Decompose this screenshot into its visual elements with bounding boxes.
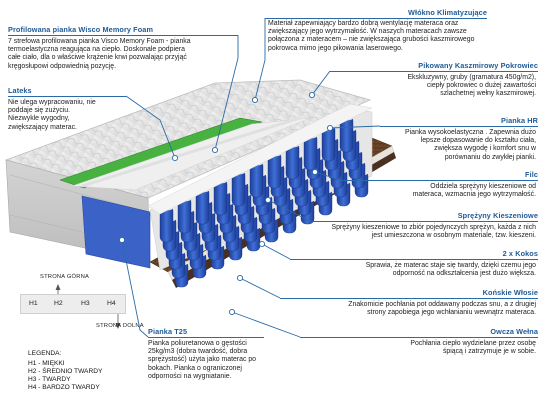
kokos-title: 2 x Kokos bbox=[502, 249, 538, 258]
kokos-text: Sprawia, że materac staje się twardy, dz… bbox=[365, 262, 536, 278]
legend-item-h2: H2 - ŚREDNIO TWARDY bbox=[28, 368, 103, 375]
strona-gorna-label: Strona Górna bbox=[40, 274, 90, 280]
level-h3: H3 bbox=[81, 300, 90, 307]
hardness-box: H1 H2 H3 H4 bbox=[20, 294, 126, 314]
profilowana-title: Profilowana pianka Wisco Memory Foam bbox=[8, 25, 154, 34]
pianka-t25-text: Pianka poliuretanowa o gęstości 25kg/m3 … bbox=[148, 340, 256, 380]
wlosie-title: Końskie Włosie bbox=[482, 288, 538, 297]
level-h2: H2 bbox=[54, 300, 63, 307]
legend-item-h4: H4 - BARDZO TWARDY bbox=[28, 384, 100, 391]
legend-item-h3: H3 - TWARDY bbox=[28, 376, 71, 383]
wlokno-title: Włókno Klimatyzujące bbox=[407, 8, 487, 17]
lateks-text: Nie ulega wypracowaniu, nie poddaje się … bbox=[8, 99, 96, 131]
filc-text: Oddziela sprężyny kieszeniowe od materac… bbox=[412, 183, 536, 199]
wlokno-text: Materiał zapewniający bardzo dobrą wenty… bbox=[268, 20, 475, 52]
wlosie-text: Znakomicie pochłania pot oddawany podcza… bbox=[348, 301, 536, 317]
lateks-title: Lateks bbox=[8, 86, 32, 95]
welna-title: Owcza Wełna bbox=[490, 327, 538, 336]
legend-title: LEGENDA: bbox=[28, 350, 62, 357]
level-h1: H1 bbox=[29, 300, 38, 307]
profilowana-text: 7 strefowa profilowana pianka Visco Memo… bbox=[8, 38, 191, 70]
strona-dolna-label: Strona Dolna bbox=[96, 323, 144, 329]
sprezyny-title: Sprężyny Kieszeniowe bbox=[457, 211, 538, 220]
legend-item-h1: H1 - MIĘKKI bbox=[28, 360, 65, 367]
level-h4: H4 bbox=[107, 300, 116, 307]
pokrowiec-title: Pikowany Kaszmirowy Pokrowiec bbox=[418, 61, 538, 70]
filc-title: Filc bbox=[525, 170, 538, 179]
pokrowiec-text: Ekskluzywny, gruby (gramatura 450g/m2), … bbox=[407, 74, 536, 98]
pianka-hr-text: Pianka wysokoelastyczna . Zapewnia dużo … bbox=[405, 129, 536, 161]
sprezyny-text: Sprężyny kieszeniowe to zbiór pojedynczy… bbox=[331, 224, 536, 240]
pianka-t25-title: Pianka T25 bbox=[148, 327, 188, 336]
welna-text: Pochłania ciepło wydzielane przez osobę … bbox=[410, 340, 536, 356]
pianka-hr-title: Pianka HR bbox=[501, 116, 538, 125]
